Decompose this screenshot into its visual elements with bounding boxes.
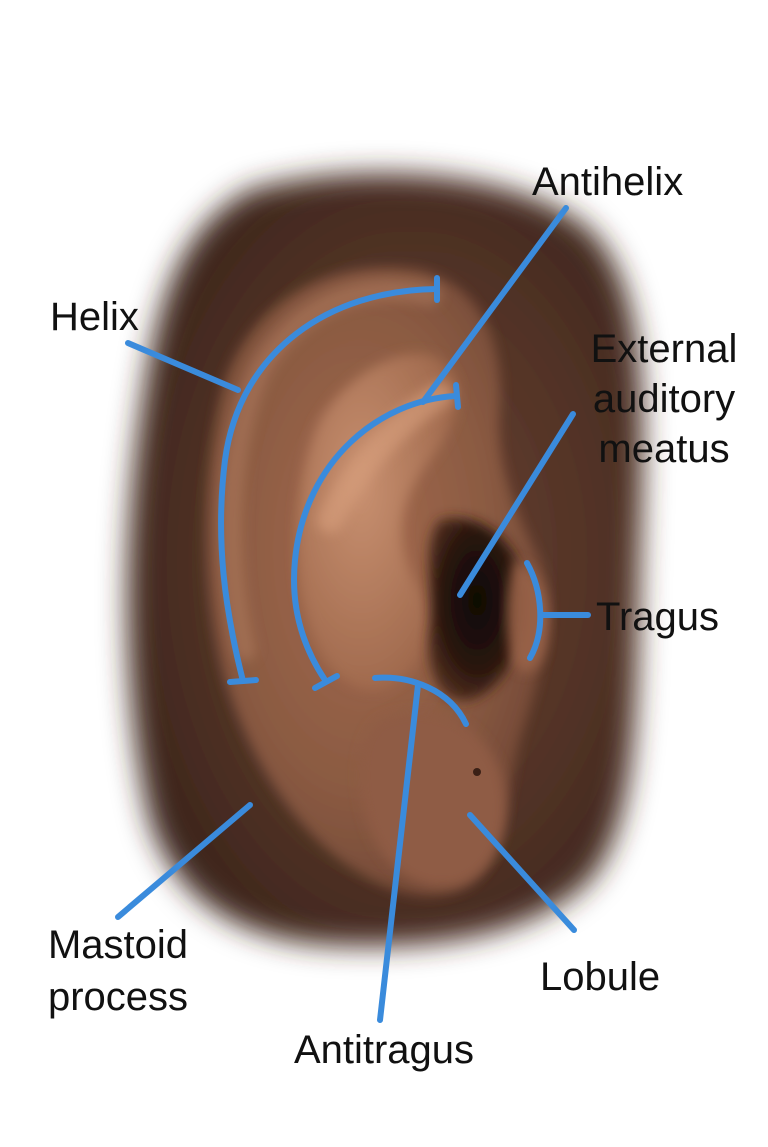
label-lobule: Lobule [540,955,660,999]
meatus-leader [457,411,576,598]
tragus-bracket [524,560,544,661]
label-antitragus: Antitragus [294,1028,474,1072]
antitragus-leader [377,682,421,1023]
mastoid-leader [115,802,253,920]
label-external-line3: meatus [598,427,729,471]
antihelix-tick-bottom [312,673,340,691]
helix-arc [218,286,440,684]
lobule-shape [359,712,506,888]
antihelix-tick-top [453,382,461,410]
antihelix-ridge [317,382,453,533]
lobule-leader [467,812,577,933]
label-mastoid-line1: Mastoid [48,923,188,967]
lobule-mark [473,768,481,776]
label-external-line1: External [591,327,738,371]
label-antihelix: Antihelix [532,160,683,204]
label-external-line2: auditory [593,377,735,421]
meatus-opening [429,518,526,701]
label-tragus: Tragus [596,595,719,639]
concha-area [296,353,459,691]
label-helix: Helix [50,295,139,339]
helix-tick-bottom [227,677,259,685]
antitragus-arc [372,674,469,727]
antihelix-leader [420,205,569,405]
helix-leader [125,340,241,393]
label-mastoid-line2: process [48,975,188,1019]
antihelix-arc [291,393,459,683]
leader-lines [115,205,591,1023]
